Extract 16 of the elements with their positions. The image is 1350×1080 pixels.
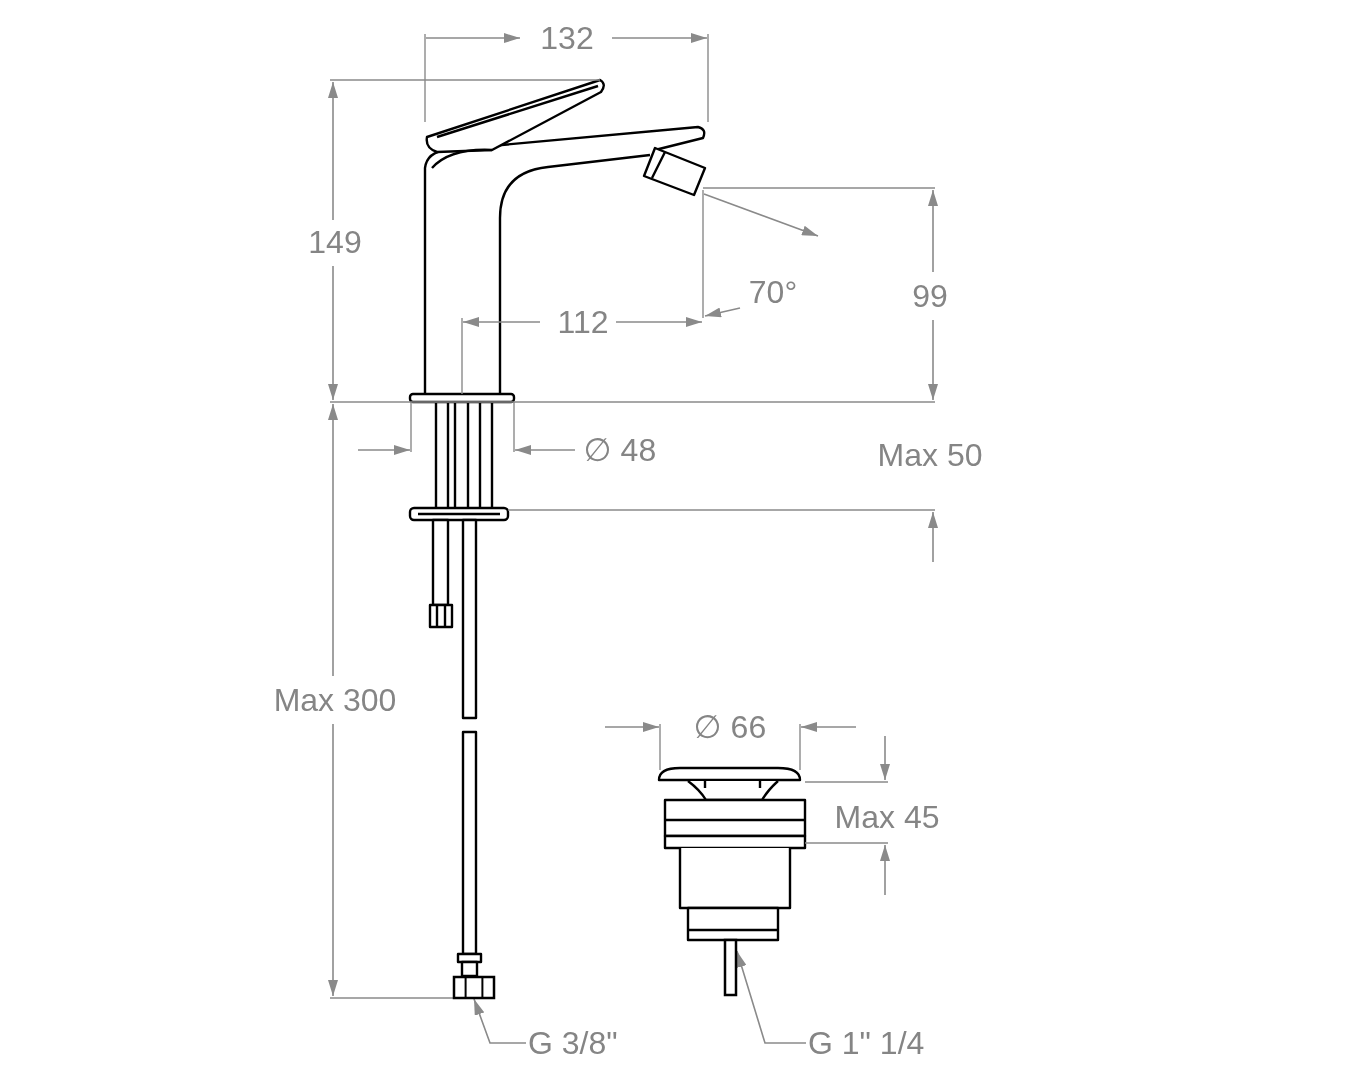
dimension-label: 149: [308, 226, 362, 258]
dimension-label: Max 300: [273, 684, 397, 716]
dimension-label: Max 50: [877, 439, 983, 471]
leader-line: [736, 950, 807, 1044]
dimension-label: 99: [912, 280, 948, 312]
drain-tail-drawing: [724, 940, 737, 996]
dimension-label: ∅ 48: [583, 434, 657, 466]
leader-line: [473, 998, 527, 1044]
hose-nut-drawing: [453, 976, 495, 999]
dimension-label: Max 45: [834, 801, 940, 833]
dimension-label: 112: [557, 306, 609, 338]
dimension-label: 70°: [748, 276, 798, 308]
thread-size-label: G 1" 1/4: [808, 1024, 925, 1062]
dimension-label: 132: [540, 22, 594, 54]
thread-size-label: G 3/8": [528, 1024, 618, 1062]
dimension-label: ∅ 66: [693, 711, 767, 743]
